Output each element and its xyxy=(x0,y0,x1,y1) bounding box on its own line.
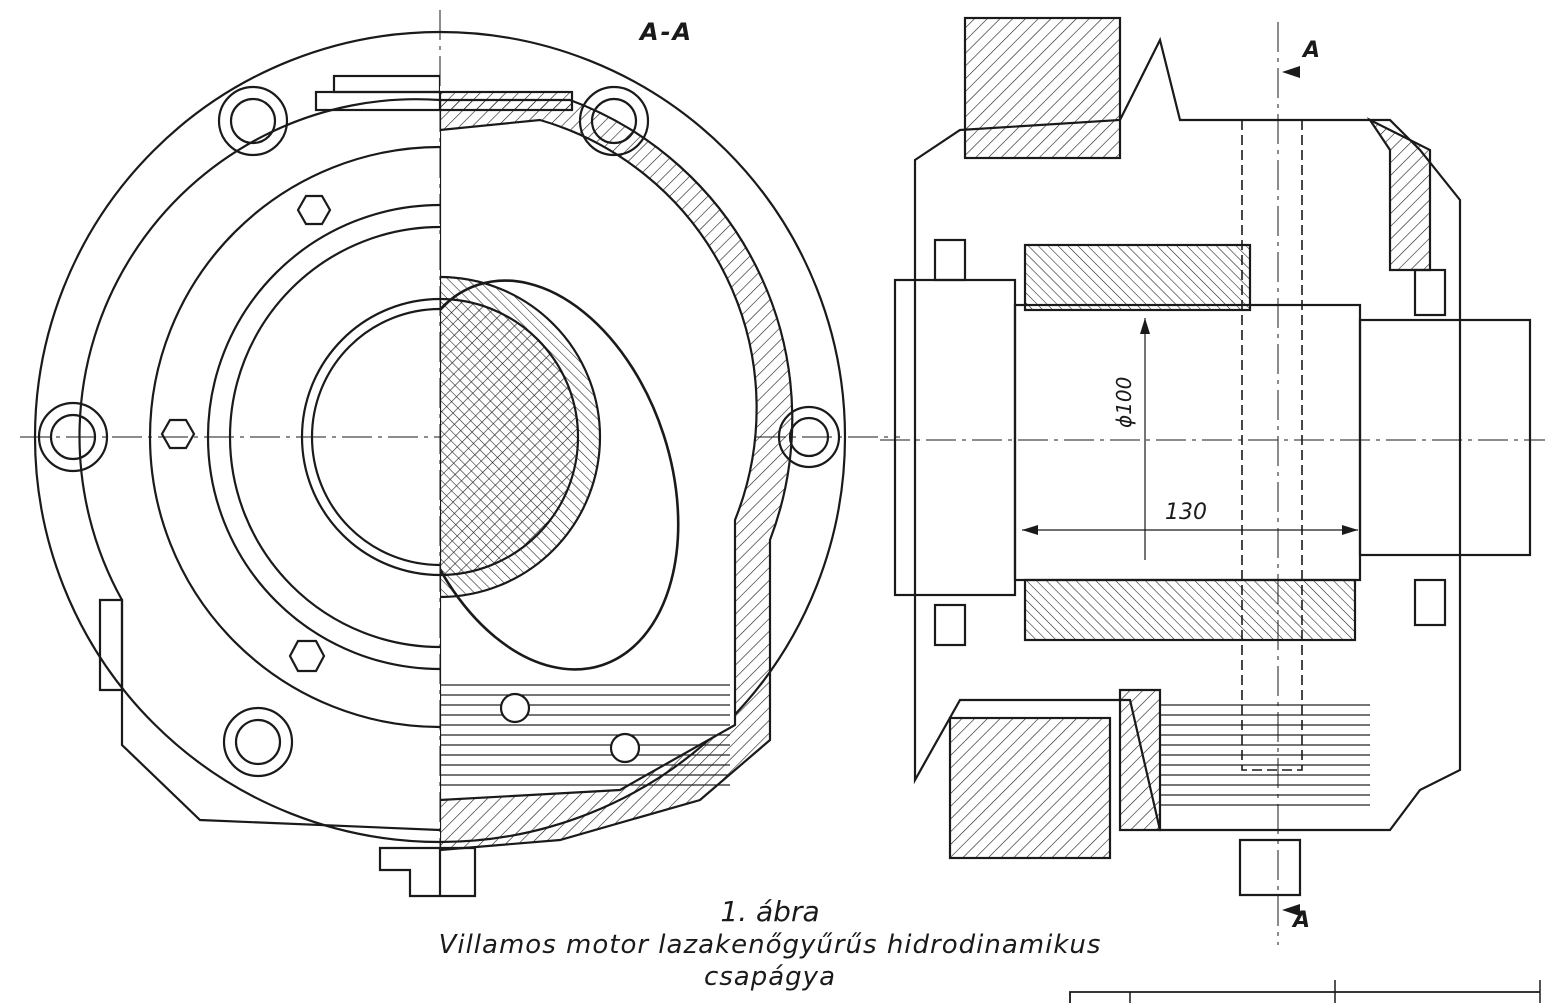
shaft-left xyxy=(893,278,1017,597)
housing-outline xyxy=(78,98,440,832)
oil-ring-side xyxy=(1241,119,1303,771)
length-dimension-label: 130 xyxy=(1165,500,1207,525)
shaft-right xyxy=(1358,318,1532,557)
drain-plug-left xyxy=(378,846,440,898)
flange-bolts xyxy=(37,85,841,778)
bolt-top-left xyxy=(217,85,289,157)
oil-sump xyxy=(440,680,730,790)
seal-bottom-right xyxy=(1413,578,1447,627)
cut-arrow-bottom xyxy=(1282,904,1300,916)
bolt-left xyxy=(37,401,109,473)
journal xyxy=(440,297,580,577)
nut-lower xyxy=(288,639,326,673)
seal-top-right xyxy=(1413,268,1447,317)
bolt-bottom-left xyxy=(222,706,294,778)
bearing-shell-top xyxy=(1023,243,1252,312)
oil-cover-right xyxy=(440,90,574,112)
side-oil-sump xyxy=(1160,700,1370,810)
side-section-view xyxy=(880,16,1545,1003)
shaft-bore-inner xyxy=(310,307,440,567)
nut-upper xyxy=(296,194,332,226)
nut-middle xyxy=(160,418,196,450)
cut-mark-bottom-label: A xyxy=(1293,908,1311,933)
housing-wall-bottom xyxy=(1118,688,1162,832)
drain-plug-right xyxy=(440,846,477,898)
shaft-journal xyxy=(1013,303,1362,582)
bearing-housing xyxy=(913,36,1462,832)
figure-number: 1. ábra xyxy=(720,895,820,928)
cut-arrow-top xyxy=(1282,66,1300,78)
figure-title-line-1: Villamos motor lazakenőgyűrűs hidrodinam… xyxy=(438,930,1102,960)
diameter-dimension-label: ϕ100 xyxy=(1112,376,1136,428)
bolt-right xyxy=(777,405,841,469)
cut-mark-top-label: A xyxy=(1303,38,1321,63)
bolt-top-right xyxy=(578,85,650,157)
drain-hole xyxy=(499,692,531,724)
figure-title-line-2: csapágya xyxy=(703,962,837,992)
seal-top-left xyxy=(933,238,967,282)
figure-caption: 1. ábra Villamos motor lazakenőgyűrűs hi… xyxy=(380,895,1160,993)
ring-2 xyxy=(206,203,440,671)
housing-wall-top xyxy=(1366,117,1432,272)
front-view xyxy=(20,10,900,898)
ring-3 xyxy=(228,225,440,649)
bearing-shell-bottom xyxy=(1023,578,1357,642)
cover-nuts xyxy=(160,194,332,673)
oil-cover-top xyxy=(332,74,440,94)
title-block-corner xyxy=(1069,991,1540,1003)
oil-ring xyxy=(440,279,680,671)
ring-1 xyxy=(148,145,440,729)
shaft-bore xyxy=(300,297,440,577)
lug-hole xyxy=(609,732,641,764)
side-drain-plug xyxy=(1238,838,1302,897)
section-label: A-A xyxy=(640,18,694,46)
end-shield-upper xyxy=(963,16,1122,160)
side-boss xyxy=(98,598,124,692)
seal-bottom-left xyxy=(933,603,967,647)
end-shield-lower xyxy=(948,716,1112,860)
